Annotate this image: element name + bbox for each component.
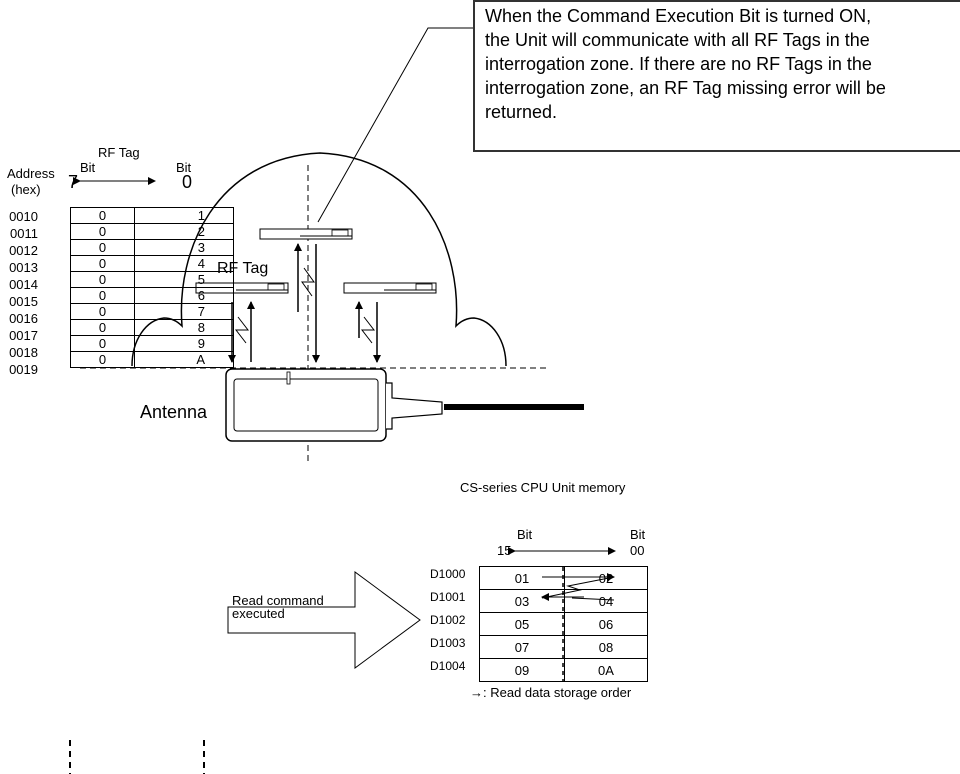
address-cell: 0017 bbox=[9, 328, 38, 343]
address-cell: 0016 bbox=[9, 311, 38, 326]
low-byte-cell: 2 bbox=[134, 223, 234, 240]
word-address-list: D1000 D1001 D1002 D1003 D1004 bbox=[430, 563, 465, 678]
rf-bit-left-label: Bit bbox=[80, 160, 96, 175]
word-address: D1000 bbox=[430, 567, 466, 581]
mem-bit-high: 15 bbox=[497, 543, 512, 558]
address-cell: 0015 bbox=[9, 294, 38, 309]
low-byte-cell: 3 bbox=[134, 239, 234, 256]
mem-bit-low: 00 bbox=[630, 543, 645, 558]
high-byte-cell: 0 bbox=[70, 351, 135, 368]
low-byte-cell: 08 bbox=[564, 635, 648, 659]
address-cell: 0010 bbox=[9, 209, 38, 224]
high-byte-cell: 0 bbox=[70, 239, 135, 256]
high-byte-cell: 07 bbox=[479, 635, 565, 659]
rf-tag-right bbox=[343, 282, 437, 294]
low-byte-cell: 9 bbox=[134, 335, 234, 352]
high-byte-cell: 0 bbox=[70, 271, 135, 288]
read-command-text: Read command executed bbox=[232, 593, 324, 621]
callout-text: When the Command Execution Bit is turned… bbox=[485, 6, 886, 122]
mem-bit-left-label: Bit bbox=[517, 527, 533, 542]
mem-bit-right-label: Bit bbox=[630, 527, 646, 542]
high-byte-cell: 03 bbox=[479, 589, 565, 613]
address-cell: 0012 bbox=[9, 243, 38, 258]
word-address: D1002 bbox=[430, 613, 466, 627]
address-list: 0010 0011 0012 0013 0014 0015 0016 0017 … bbox=[8, 208, 38, 378]
address-cell: 0011 bbox=[10, 226, 38, 241]
high-byte-cell: 0 bbox=[70, 255, 135, 272]
word-address: D1001 bbox=[430, 590, 466, 604]
rf-tag-top bbox=[259, 228, 353, 240]
low-byte-cell: 4 bbox=[134, 255, 234, 272]
high-byte-cell: 0 bbox=[70, 223, 135, 240]
storage-order-note: →: Read data storage order bbox=[470, 685, 632, 700]
low-byte-cell: 6 bbox=[134, 287, 234, 304]
low-byte-cell: 5 bbox=[134, 271, 234, 288]
high-byte-cell: 0 bbox=[70, 303, 135, 320]
high-byte-cell: 09 bbox=[479, 658, 565, 682]
rf-bit-right-label: Bit bbox=[176, 160, 192, 175]
low-byte-cell: 7 bbox=[134, 303, 234, 320]
address-cell: 0018 bbox=[9, 345, 38, 360]
low-byte-cell: A bbox=[134, 351, 234, 368]
low-byte-cell: 1 bbox=[134, 207, 234, 224]
memory-title: CS-series CPU Unit memory bbox=[460, 480, 626, 495]
low-byte-cell: 02 bbox=[564, 566, 648, 590]
rf-bit-high: 7 bbox=[68, 172, 79, 192]
low-byte-cell: 0A bbox=[564, 658, 648, 682]
low-byte-cell: 8 bbox=[134, 319, 234, 336]
read-command-arrow bbox=[227, 571, 421, 669]
word-address: D1004 bbox=[430, 659, 466, 673]
antenna bbox=[225, 368, 584, 442]
high-byte-cell: 01 bbox=[479, 566, 565, 590]
callout-box bbox=[473, 0, 960, 152]
address-unit-label: (hex) bbox=[11, 182, 41, 197]
address-cell: 0019 bbox=[9, 362, 38, 377]
rf-table-title: RF Tag bbox=[98, 145, 140, 160]
callout-leader bbox=[317, 27, 473, 223]
low-byte-cell: 04 bbox=[564, 589, 648, 613]
address-cell: 0014 bbox=[9, 277, 38, 292]
rf-bit-low: 0 bbox=[182, 172, 193, 192]
high-byte-cell: 0 bbox=[70, 207, 135, 224]
word-address: D1003 bbox=[430, 636, 466, 650]
high-byte-cell: 0 bbox=[70, 319, 135, 336]
address-label: Address bbox=[7, 166, 55, 181]
high-byte-cell: 0 bbox=[70, 287, 135, 304]
address-cell: 0013 bbox=[9, 260, 38, 275]
antenna-label: Antenna bbox=[140, 402, 208, 422]
high-byte-cell: 0 bbox=[70, 335, 135, 352]
low-byte-cell: 06 bbox=[564, 612, 648, 636]
high-byte-cell: 05 bbox=[479, 612, 565, 636]
